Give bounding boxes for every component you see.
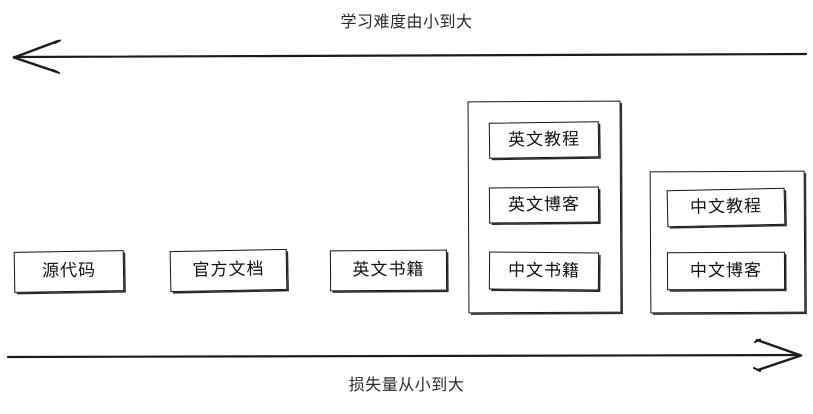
node-chinese-blog[interactable]: 中文博客 [666,251,786,291]
node-source-code[interactable]: 源代码 [13,250,125,293]
node-label: 官方文档 [192,259,265,281]
node-chinese-books[interactable]: 中文书籍 [488,251,600,291]
node-label: 英文博客 [507,194,581,215]
node-label: 英文书籍 [352,259,425,281]
node-label: 中文书籍 [507,260,581,281]
node-english-tutorial[interactable]: 英文教程 [488,121,600,159]
bottom-axis-arrow [6,338,803,372]
node-english-blog[interactable]: 英文博客 [488,186,600,224]
top-axis-label: 学习难度由小到大 [340,12,473,31]
node-label: 英文教程 [507,128,581,151]
node-label: 中文博客 [689,260,763,281]
node-official-docs[interactable]: 官方文档 [169,248,288,293]
node-label: 源代码 [41,260,97,282]
top-axis-arrow [12,39,808,74]
node-label: 中文教程 [689,196,763,218]
node-chinese-tutorial[interactable]: 中文教程 [666,187,786,228]
bottom-axis-label: 损失量从小到大 [348,375,465,394]
node-english-books[interactable]: 英文书籍 [329,249,448,292]
